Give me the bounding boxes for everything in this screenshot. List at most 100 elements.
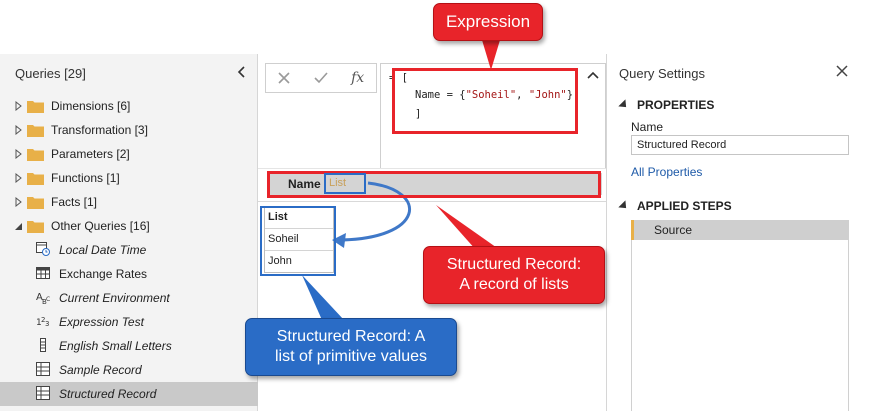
query-item-label: Local Date Time xyxy=(59,243,147,257)
applied-steps-section-header[interactable]: APPLIED STEPS xyxy=(618,199,732,213)
svg-text:C: C xyxy=(46,296,50,303)
applied-steps-header-label: APPLIED STEPS xyxy=(637,199,732,213)
svg-text:3: 3 xyxy=(45,320,49,328)
query-item-english-small-letters[interactable]: English Small Letters xyxy=(0,334,258,358)
svg-text:2: 2 xyxy=(41,316,45,324)
query-item-structured-record[interactable]: Structured Record xyxy=(0,382,258,406)
folder-icon xyxy=(27,221,44,233)
applied-step-source[interactable]: Source xyxy=(631,220,849,240)
collapse-arrow-icon xyxy=(618,99,630,111)
callout-line: A record of lists xyxy=(459,276,569,293)
formula-string: "Soheil" xyxy=(465,89,517,101)
list-preview-table: List Soheil John xyxy=(264,206,334,273)
list-value: John xyxy=(268,255,292,267)
svg-text:B: B xyxy=(42,298,47,304)
folder-label: Dimensions [6] xyxy=(51,99,131,113)
query-folder-parameters[interactable]: Parameters [2] xyxy=(0,142,258,166)
number-type-icon: 1 2 3 xyxy=(36,316,49,328)
queries-pane: Queries [29] Dimensions [6] Transformati… xyxy=(0,54,258,411)
callout-line: Structured Record: xyxy=(446,256,582,273)
folder-icon xyxy=(27,101,44,113)
expand-arrow-icon[interactable] xyxy=(15,173,23,183)
chevron-up-icon[interactable] xyxy=(587,70,599,80)
query-folder-transformation[interactable]: Transformation [3] xyxy=(0,118,258,142)
datetime-icon xyxy=(36,242,50,256)
formula-buttons: fx xyxy=(265,63,377,93)
applied-steps-list xyxy=(631,240,849,411)
query-item-label: Sample Record xyxy=(59,363,142,377)
query-folder-dimensions[interactable]: Dimensions [6] xyxy=(0,94,258,118)
properties-header-label: PROPERTIES xyxy=(637,98,715,112)
text-type-icon: A B C xyxy=(36,292,50,304)
formula-key: Name = { xyxy=(415,89,466,101)
query-folder-functions[interactable]: Functions [1] xyxy=(0,166,258,190)
list-table-highlight xyxy=(260,206,336,276)
svg-text:1: 1 xyxy=(36,318,42,328)
folder-label: Parameters [2] xyxy=(51,147,130,161)
folder-icon xyxy=(27,197,44,209)
collapse-arrow-icon xyxy=(618,200,630,212)
all-properties-link[interactable]: All Properties xyxy=(631,165,703,179)
list-header: List xyxy=(265,207,333,229)
list-value: Soheil xyxy=(265,229,333,251)
folder-label: Functions [1] xyxy=(51,171,120,185)
folder-label: Facts [1] xyxy=(51,195,98,209)
query-item-exchange-rates[interactable]: Exchange Rates xyxy=(0,262,258,286)
expand-arrow-icon[interactable] xyxy=(15,125,23,135)
query-item-label: English Small Letters xyxy=(59,339,172,353)
folder-label: Transformation [3] xyxy=(51,123,148,137)
folder-icon xyxy=(27,173,44,185)
list-value-highlight xyxy=(324,173,366,194)
folder-icon xyxy=(27,125,44,137)
record-highlight xyxy=(267,171,601,198)
properties-section-header[interactable]: PROPERTIES xyxy=(618,98,715,112)
query-settings-title: Query Settings xyxy=(619,66,705,81)
expand-arrow-icon[interactable] xyxy=(15,149,23,159)
query-item-expression-test[interactable]: 1 2 3 Expression Test xyxy=(0,310,258,334)
grid-divider xyxy=(258,168,606,169)
record-callout-pointer xyxy=(436,205,500,250)
folder-icon xyxy=(27,149,44,161)
check-icon[interactable] xyxy=(311,68,331,88)
query-settings-pane: Query Settings PROPERTIES Name All Prope… xyxy=(607,54,873,411)
query-item-label: Structured Record xyxy=(59,387,157,401)
query-name-input[interactable] xyxy=(631,135,849,155)
query-item-sample-record[interactable]: Sample Record xyxy=(0,358,258,382)
queries-header: Queries [29] xyxy=(15,66,86,81)
record-icon xyxy=(36,386,50,400)
formula-end: } xyxy=(566,89,574,101)
formula-string: "John" xyxy=(528,89,567,101)
expand-arrow-icon[interactable] xyxy=(15,101,23,111)
formula-sep: , xyxy=(516,89,529,101)
list-icon xyxy=(40,338,46,352)
name-label: Name xyxy=(631,120,664,134)
record-separator xyxy=(258,201,606,202)
query-item-label: Current Environment xyxy=(59,291,170,305)
collapse-pane-icon[interactable] xyxy=(235,64,249,80)
query-item-label: Exchange Rates xyxy=(59,267,148,281)
expression-callout: Expression xyxy=(433,3,543,41)
fx-button[interactable]: fx xyxy=(351,70,365,86)
callout-line: list of primitive values xyxy=(274,348,428,365)
list-primitive-callout: Structured Record: A list of primitive v… xyxy=(245,318,457,376)
query-item-local-date-time[interactable]: Local Date Time xyxy=(0,238,258,262)
query-folder-facts[interactable]: Facts [1] xyxy=(0,190,258,214)
formula-line-3: ] xyxy=(415,108,422,120)
query-item-label: Expression Test xyxy=(59,315,144,329)
expand-arrow-icon[interactable] xyxy=(15,197,23,207)
cancel-icon[interactable] xyxy=(274,68,294,88)
collapse-arrow-icon[interactable] xyxy=(15,221,23,231)
query-item-current-environment[interactable]: A B C Current Environment xyxy=(0,286,258,310)
callout-line: Structured Record: A xyxy=(276,328,426,345)
pane-divider xyxy=(606,54,607,411)
query-folder-other-queries[interactable]: Other Queries [16] xyxy=(0,214,258,238)
record-field-name: Name xyxy=(288,177,321,191)
close-icon[interactable] xyxy=(835,64,849,78)
formula-line-2: Name = {"Soheil", "John"} xyxy=(415,89,573,101)
svg-text:A: A xyxy=(36,292,43,303)
expression-highlight xyxy=(392,68,578,134)
list-callout-pointer xyxy=(302,275,344,320)
record-of-lists-callout: Structured Record: A record of lists xyxy=(423,246,605,304)
folder-label: Other Queries [16] xyxy=(51,219,150,233)
table-icon xyxy=(36,267,50,279)
